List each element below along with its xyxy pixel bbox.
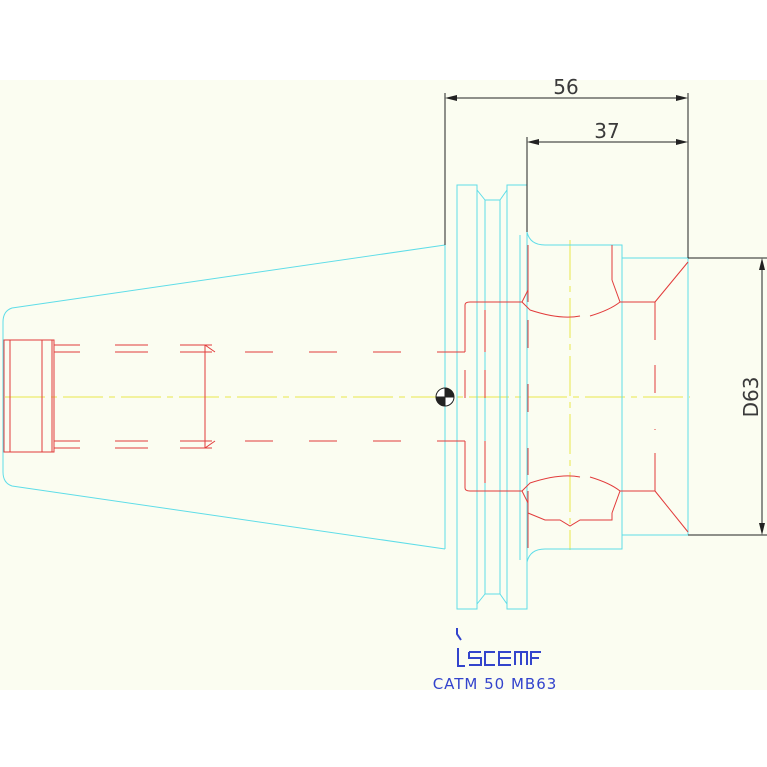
dimension-label-37: 37 — [594, 119, 619, 143]
internal-features — [3, 245, 689, 548]
dimension-overall-length: 56 — [444, 75, 689, 258]
part-caption: CATM 50 MB63 — [433, 675, 558, 693]
dimension-diameter: D63 — [688, 257, 767, 536]
dimension-flange-length: 37 — [526, 119, 688, 232]
iscar-logo: iscar — [456, 628, 541, 667]
dimension-label-56: 56 — [553, 75, 578, 99]
drawing-panel — [0, 80, 767, 690]
dimension-label-d63: D63 — [739, 377, 763, 418]
center-mark-symbol — [435, 387, 455, 407]
body — [526, 231, 689, 563]
